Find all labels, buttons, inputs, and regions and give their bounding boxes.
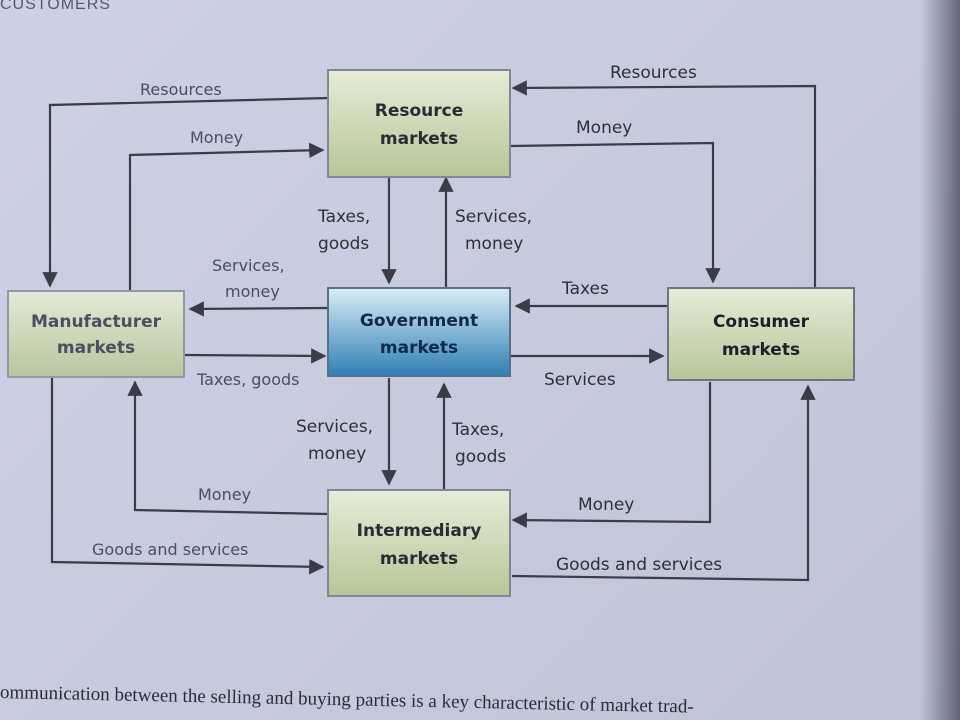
resource-markets-box: Resource markets <box>327 69 511 178</box>
flow-money-to-intermediary <box>511 382 712 528</box>
label-services-money-up-1: Services, <box>455 207 532 227</box>
label-money-to-resource: Money <box>190 128 243 147</box>
flow-money-to-consumer <box>509 141 721 284</box>
consumer-markets-label-2: markets <box>722 340 800 360</box>
consumer-markets-box: Consumer markets <box>667 287 855 381</box>
label-services-money-down-1: Services, <box>296 417 373 437</box>
flow-services-money-left <box>188 301 328 317</box>
flow-goods-services-to-consumer <box>511 384 816 582</box>
government-markets-label-2: markets <box>380 338 458 358</box>
government-markets-label-1: Government <box>360 311 478 331</box>
label-taxes-goods-up-1: Taxes, <box>451 420 504 440</box>
flow-money-to-resource <box>128 142 325 290</box>
page-header: CUSTOMERS <box>0 0 111 13</box>
label-services-money-left-1: Services, <box>212 256 285 275</box>
label-services-money-left-2: money <box>225 282 280 301</box>
label-services-money-down-2: money <box>308 444 366 464</box>
label-taxes-goods-down-1: Taxes, <box>317 207 370 227</box>
label-goods-services-to-consumer: Goods and services <box>556 555 722 575</box>
resource-markets-label-1: Resource <box>375 101 464 121</box>
label-services-money-up-2: money <box>465 234 523 254</box>
label-taxes-goods-right: Taxes, goods <box>196 370 299 389</box>
label-taxes-left: Taxes <box>561 279 609 299</box>
consumer-markets-label-1: Consumer <box>713 312 810 332</box>
manufacturer-markets-label-1: Manufacturer <box>31 312 162 332</box>
flow-resources-to-manufacturer <box>42 96 329 288</box>
label-resources-from-consumer: Resources <box>610 63 697 83</box>
label-goods-services-to-intermediary: Goods and services <box>92 540 248 559</box>
label-money-to-consumer: Money <box>576 118 632 138</box>
government-markets-box: Government markets <box>327 287 511 377</box>
label-taxes-goods-up-2: goods <box>455 447 506 467</box>
label-money-to-manufacturer: Money <box>198 485 251 504</box>
label-services-right: Services <box>544 370 616 390</box>
flow-goods-services-to-intermediary <box>50 378 325 575</box>
flow-money-to-manufacturer <box>127 380 328 516</box>
label-taxes-goods-down-2: goods <box>318 234 369 254</box>
manufacturer-markets-box: Manufacturer markets <box>7 290 185 378</box>
manufacturer-markets-label-2: markets <box>57 338 135 358</box>
label-money-to-intermediary: Money <box>578 495 634 515</box>
label-resources-to-manufacturer: Resources <box>140 80 222 99</box>
flow-resources-from-consumer <box>511 80 817 287</box>
resource-markets-label-2: markets <box>380 129 458 149</box>
intermediary-markets-box: Intermediary markets <box>327 489 511 597</box>
intermediary-markets-label-2: markets <box>380 549 458 569</box>
intermediary-markets-label-1: Intermediary <box>357 521 482 541</box>
flow-taxes-goods-right <box>184 348 327 364</box>
